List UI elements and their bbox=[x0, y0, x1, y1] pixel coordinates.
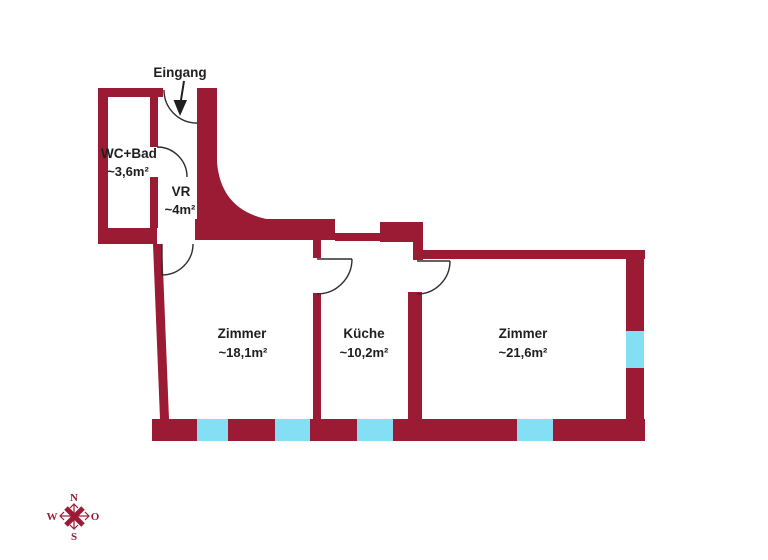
compass-label-west: W bbox=[47, 511, 58, 523]
room-area: ~21,6m² bbox=[499, 345, 548, 360]
room-vr: VR ~4m² bbox=[165, 184, 196, 217]
room-area: ~3,6m² bbox=[107, 164, 149, 179]
entrance-arrow-line bbox=[180, 80, 185, 101]
room-kueche: Küche ~10,2m² bbox=[340, 326, 389, 360]
window-right-wall bbox=[626, 331, 644, 368]
wall-divider-wc-vr-lower bbox=[150, 177, 158, 228]
room-name: Zimmer bbox=[499, 326, 549, 341]
window-bottom-3 bbox=[357, 419, 393, 441]
compass-label-south: S bbox=[71, 531, 77, 543]
wall-top-main-left bbox=[195, 219, 335, 240]
compass-label-north: N bbox=[70, 492, 78, 504]
compass-icon: N O S W bbox=[47, 492, 100, 543]
room-zimmer-2: Zimmer ~21,6m² bbox=[499, 326, 549, 360]
walls bbox=[98, 88, 645, 441]
room-name: Zimmer bbox=[218, 326, 268, 341]
wall-wcbad-bottom bbox=[98, 228, 157, 244]
room-zimmer-1: Zimmer ~18,1m² bbox=[218, 326, 268, 360]
wall-top-main-thin bbox=[335, 233, 380, 241]
room-wc-bad: WC+Bad ~3,6m² bbox=[101, 146, 157, 179]
entrance-door-arc bbox=[163, 89, 198, 124]
room-area: ~18,1m² bbox=[219, 345, 268, 360]
entrance-annotation: Eingang bbox=[153, 65, 207, 116]
wall-zimmer1-left bbox=[153, 244, 169, 419]
kueche-door-arc bbox=[316, 258, 353, 295]
compass-arrowhead-south bbox=[69, 524, 79, 530]
wall-top-wcbad bbox=[98, 88, 163, 97]
wall-top-step bbox=[413, 242, 423, 260]
wall-divider-kueche-zimmer2-lower bbox=[408, 292, 422, 419]
room-name: Küche bbox=[343, 326, 385, 341]
zimmer1-door-arc bbox=[161, 243, 194, 276]
window-bottom-1 bbox=[197, 419, 228, 441]
room-name: WC+Bad bbox=[101, 146, 157, 161]
room-name: VR bbox=[172, 184, 191, 199]
wall-right-upper bbox=[626, 250, 644, 331]
entrance-label: Eingang bbox=[153, 65, 206, 80]
window-bottom-4 bbox=[517, 419, 553, 441]
doors bbox=[156, 89, 451, 295]
wall-vr-right bbox=[197, 88, 217, 220]
compass-arrowhead-north bbox=[69, 503, 79, 509]
wall-divider-zimmer1-kueche-upper bbox=[313, 240, 321, 258]
compass-label-east: O bbox=[91, 511, 100, 523]
wall-left-outer bbox=[98, 88, 108, 244]
compass-arrowhead-west bbox=[59, 511, 65, 521]
wall-divider-wc-vr-upper bbox=[150, 97, 158, 147]
room-area: ~10,2m² bbox=[340, 345, 389, 360]
window-bottom-2 bbox=[275, 419, 310, 441]
wall-top-main-block bbox=[380, 222, 423, 242]
wcbad-door-arc bbox=[156, 146, 188, 178]
zimmer2-door-arc bbox=[416, 260, 451, 295]
room-area: ~4m² bbox=[165, 202, 196, 217]
windows bbox=[197, 331, 644, 441]
entrance-arrow-icon bbox=[173, 100, 187, 116]
wall-top-zimmer2 bbox=[423, 250, 645, 259]
wall-divider-zimmer1-kueche-lower bbox=[313, 293, 321, 419]
compass-arrowhead-east bbox=[84, 511, 90, 521]
wall-curved-flare bbox=[217, 162, 272, 220]
